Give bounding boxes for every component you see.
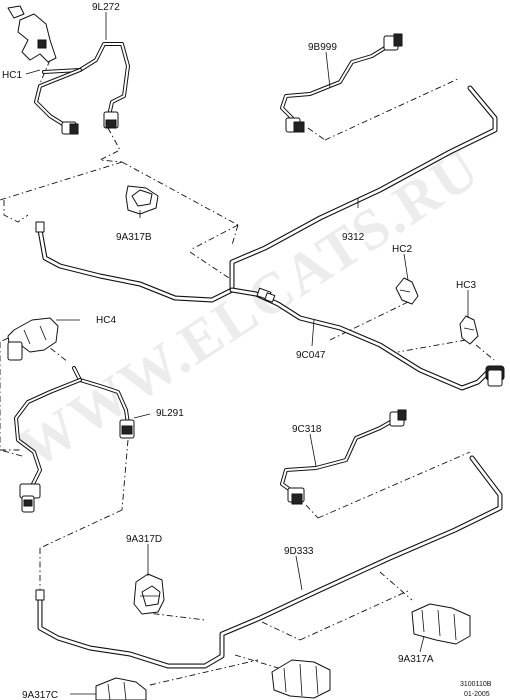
sensor-wire-9c318 — [280, 418, 396, 496]
watermark: WWW.ELCATS.RU — [7, 135, 491, 481]
label-9a317d: 9A317D — [126, 534, 162, 545]
figure-ref-date: 01-2005 — [464, 691, 490, 698]
connector-9b999-a — [285, 117, 305, 133]
clip-hc3 — [459, 315, 479, 345]
figure-ref-number: 3100110B — [460, 681, 492, 688]
label-9312: 9312 — [342, 232, 365, 243]
sensor-wire-9l291 — [14, 366, 130, 488]
label-9c047: 9C047 — [296, 350, 326, 361]
clip-9a317a — [411, 603, 471, 645]
figure-reference: 3100110B 01-2005 — [460, 681, 492, 698]
pipe-fittings — [35, 221, 505, 601]
connector-9b999-b — [383, 33, 403, 51]
clip-9a317-lower — [271, 659, 331, 699]
label-hc3: HC3 — [456, 280, 476, 291]
connector-9l272-b — [103, 111, 119, 129]
connector-9l291-b — [19, 483, 41, 513]
label-9a317b: 9A317B — [116, 232, 152, 243]
label-hc2: HC2 — [392, 244, 412, 255]
clip-9a317c — [95, 677, 147, 700]
sensor-wire-9l272 — [34, 42, 130, 128]
connector-9l291-a — [119, 419, 135, 439]
label-9d333: 9D333 — [284, 546, 314, 557]
brake-pipe-9312 — [37, 85, 498, 303]
part-labels: HC1 9L272 9B999 9A317B 9312 HC2 HC3 HC4 … — [2, 2, 476, 700]
label-9a317a: 9A317A — [398, 654, 434, 665]
connector-9c318-a — [287, 487, 305, 505]
clip-hc1 — [7, 5, 57, 63]
label-9l291: 9L291 — [156, 408, 184, 419]
connector-9l272-a — [61, 121, 79, 135]
label-9c318: 9C318 — [292, 424, 322, 435]
label-hc1: HC1 — [2, 70, 22, 81]
label-hc4: HC4 — [96, 315, 116, 326]
sensor-wire-9b999 — [280, 44, 390, 122]
clip-hc2 — [395, 277, 419, 305]
label-9l272: 9L272 — [92, 2, 120, 13]
connector-9c318-b — [389, 409, 407, 427]
clip-hc4 — [7, 317, 59, 361]
brake-pipe-9d333 — [37, 455, 503, 669]
clip-9a317b — [125, 185, 159, 215]
leader-lines — [25, 12, 469, 695]
clip-9a317d — [133, 573, 165, 615]
construction-lines — [0, 59, 495, 686]
label-9b999: 9B999 — [308, 42, 337, 53]
label-9a317c: 9A317C — [22, 690, 58, 700]
